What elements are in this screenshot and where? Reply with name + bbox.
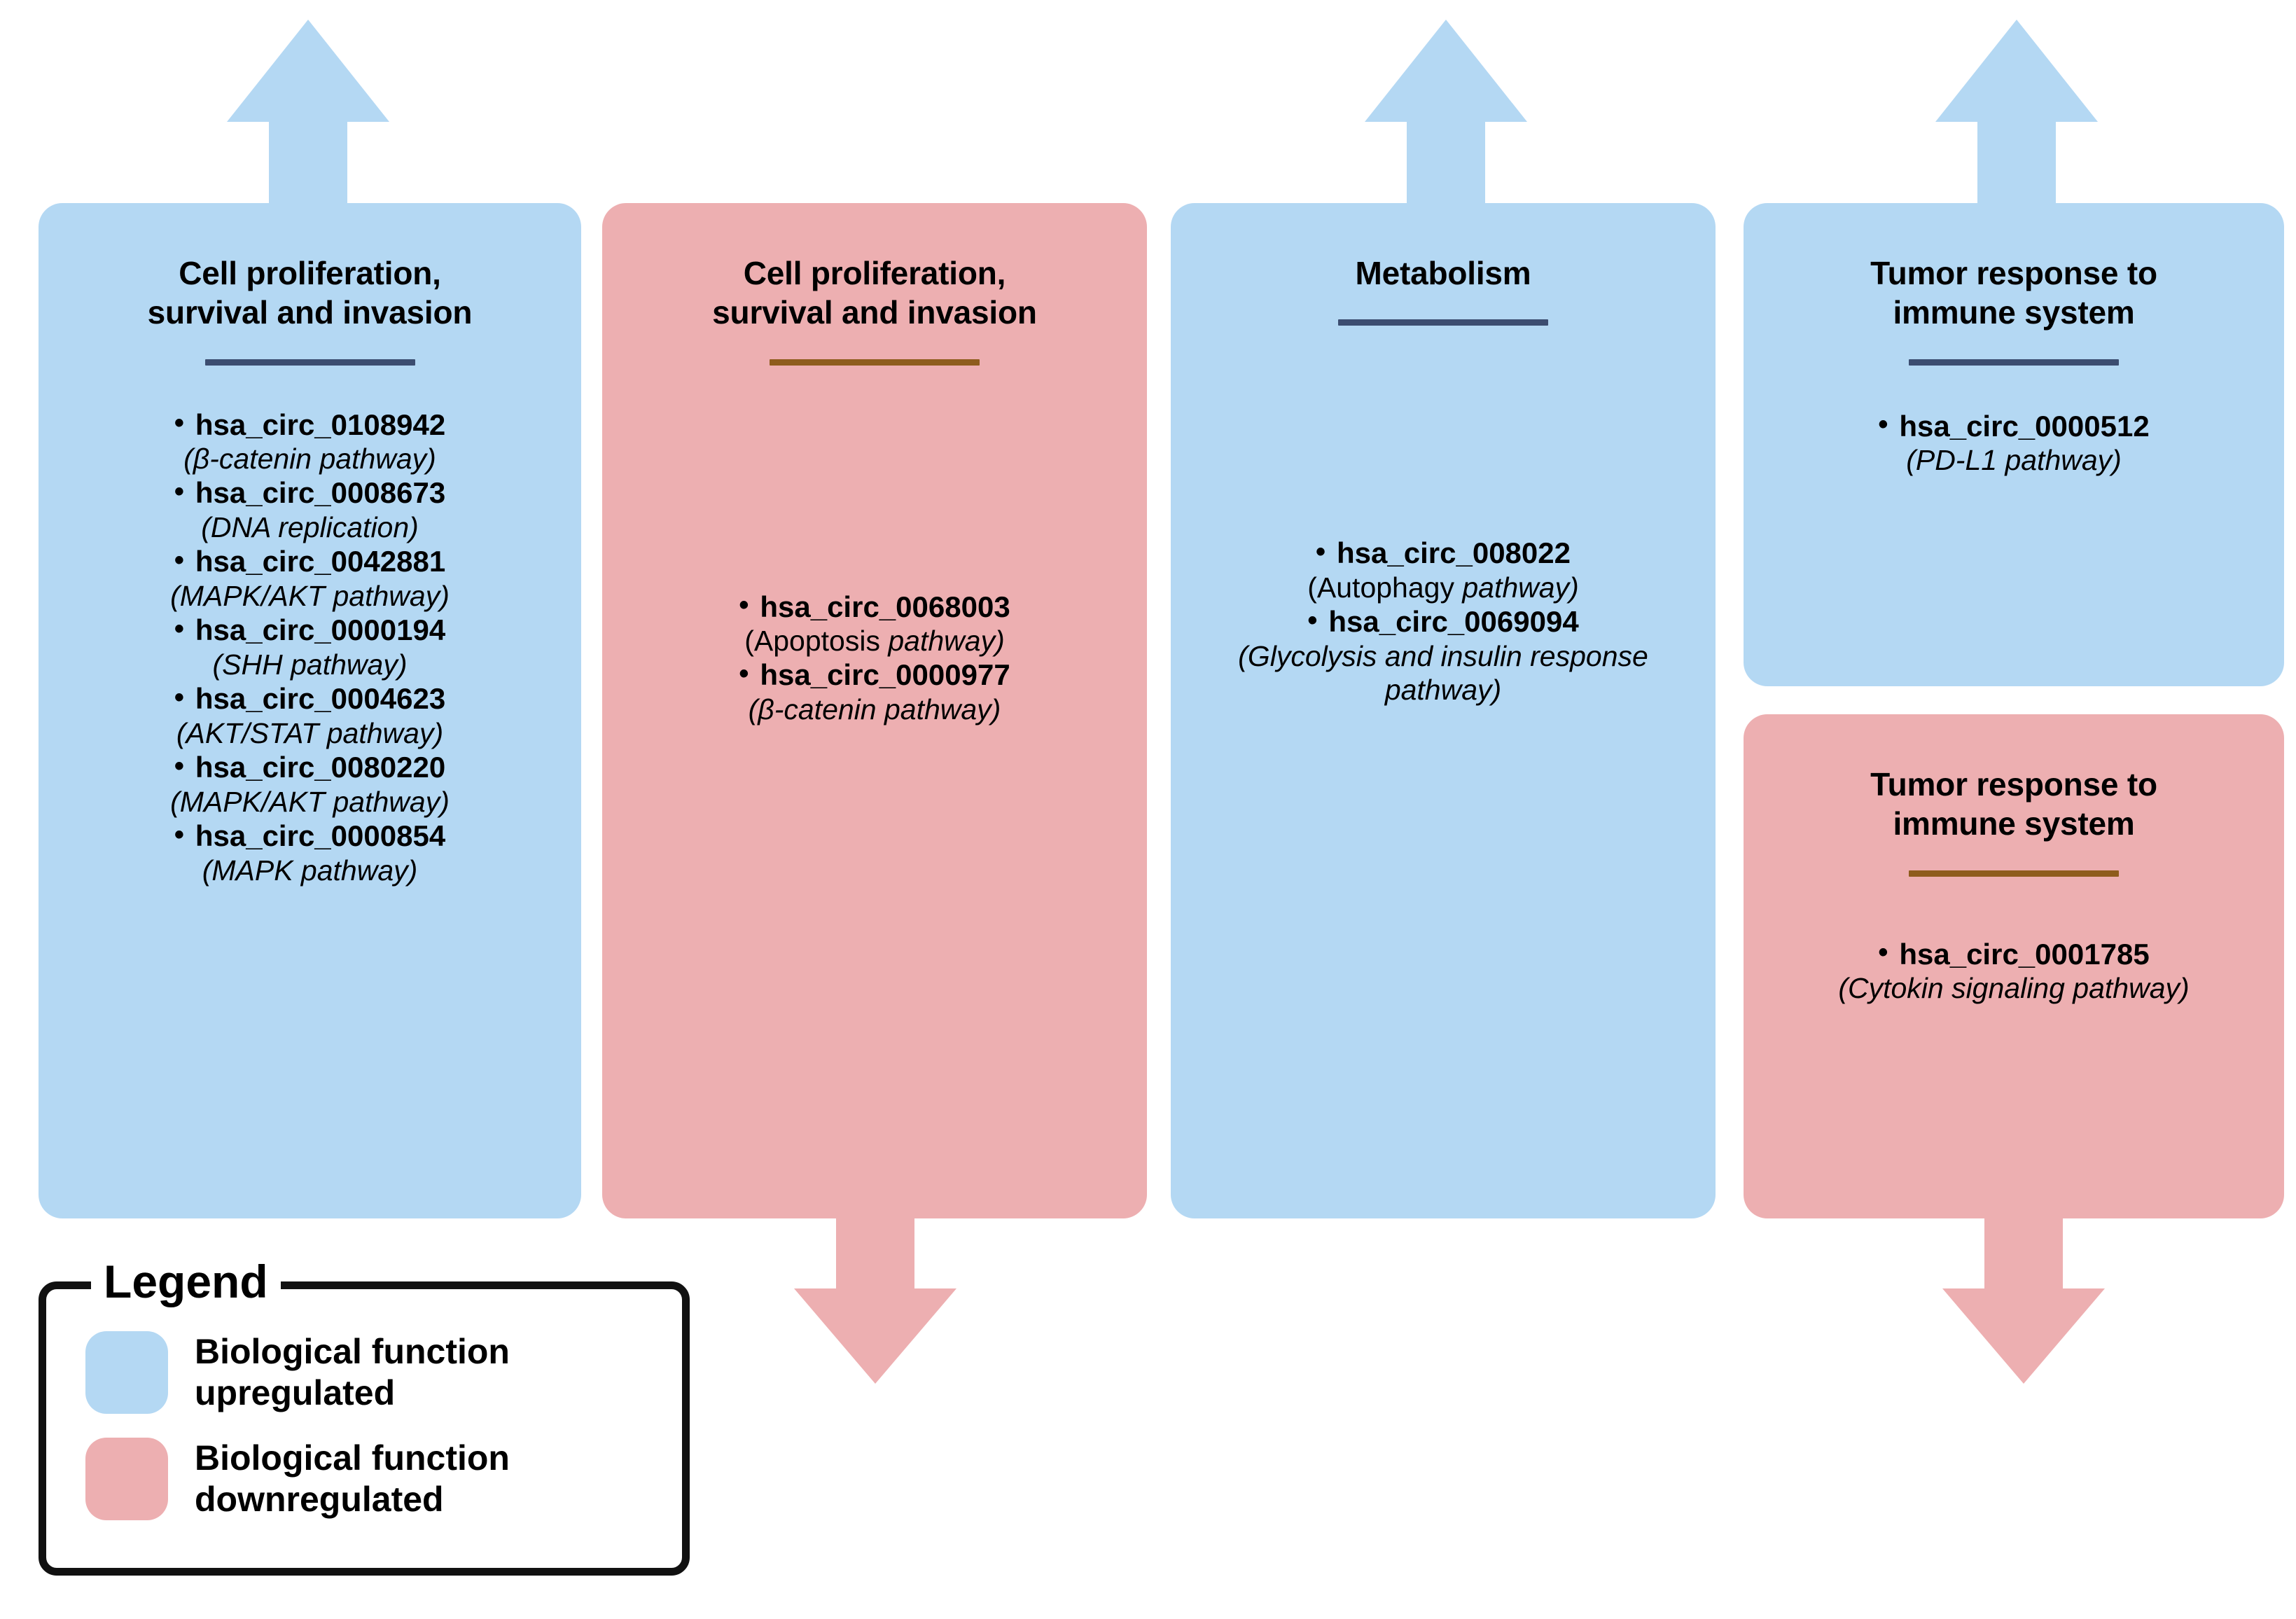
circrna-id: hsa_circ_0069094 — [1328, 605, 1579, 639]
panel-title: Metabolism — [1355, 255, 1531, 292]
bullet-icon: • — [174, 476, 184, 508]
list-item: • hsa_circ_0001785 (Cytokin signaling pat… — [1756, 937, 2271, 1006]
panel-tumor-response-up: Tumor response to immune system • hsa_cir… — [1744, 203, 2284, 686]
legend-title: Legend — [91, 1258, 281, 1305]
circrna-id: hsa_circ_0001785 — [1899, 937, 2150, 971]
bullet-icon: • — [174, 545, 184, 576]
circrna-id: hsa_circ_0000512 — [1899, 409, 2150, 443]
circrna-id: hsa_circ_0068003 — [760, 590, 1010, 623]
bullet-icon: • — [1878, 409, 1888, 440]
bullet-icon: • — [174, 819, 184, 850]
panel-metabolism-up: Metabolism • hsa_circ_008022 (Autophagy p… — [1171, 203, 1716, 1218]
circrna-list: • hsa_circ_0068003 (Apoptosis pathway) • h… — [615, 590, 1134, 727]
bullet-icon: • — [1878, 937, 1888, 968]
circrna-id: hsa_circ_0008673 — [195, 476, 446, 510]
circrna-id: hsa_circ_0000854 — [195, 819, 446, 853]
list-item: • hsa_circ_0000977 (β-catenin pathway) — [615, 658, 1134, 726]
circrna-pathway: (Autophagy pathway) — [1183, 571, 1703, 604]
panel-divider — [770, 359, 980, 366]
legend-swatch-downregulated — [85, 1438, 168, 1520]
bullet-icon: • — [739, 590, 749, 621]
circrna-id: hsa_circ_0004623 — [195, 682, 446, 716]
list-item: • hsa_circ_0080220 (MAPK/AKT pathway) — [51, 750, 569, 819]
arrow-up-col1 — [224, 17, 392, 220]
list-item: • hsa_circ_008022 (Autophagy pathway) — [1183, 536, 1703, 604]
circrna-pathway: (Cytokin signaling pathway) — [1838, 972, 2190, 1005]
pathway-italic: pathway) — [888, 625, 1005, 658]
circrna-id: hsa_circ_0042881 — [195, 545, 446, 578]
circrna-pathway: (SHH pathway) — [212, 648, 408, 681]
panel-divider — [204, 359, 415, 366]
list-item: • hsa_circ_0042881 (MAPK/AKT pathway) — [51, 544, 569, 613]
panel-title: Tumor response to immune system — [1870, 766, 2157, 842]
arrow-up-col4 — [1933, 17, 2101, 220]
panel-title: Tumor response to immune system — [1870, 255, 2157, 331]
circrna-id: hsa_circ_008022 — [1337, 536, 1571, 570]
legend-swatch-upregulated — [85, 1331, 168, 1414]
list-item: • hsa_circ_0000854 (MAPK pathway) — [51, 819, 569, 887]
circrna-pathway: (β-catenin pathway) — [183, 443, 436, 475]
bullet-icon: • — [1316, 536, 1326, 568]
list-item: • hsa_circ_0008673 (DNA replication) — [51, 475, 569, 544]
circrna-pathway: (MAPK pathway) — [202, 854, 418, 887]
circrna-list: • hsa_circ_0108942 (β-catenin pathway) • h… — [51, 408, 569, 887]
arrow-up-col3 — [1362, 17, 1530, 220]
circrna-pathway: (MAPK/AKT pathway) — [170, 579, 450, 612]
bullet-icon: • — [739, 658, 749, 690]
bullet-icon: • — [174, 613, 184, 645]
circrna-pathway: (Glycolysis and insulin response pathway… — [1238, 639, 1648, 707]
list-item: • hsa_circ_0000194 (SHH pathway) — [51, 613, 569, 681]
arrow-down-col4 — [1940, 1190, 2108, 1387]
list-item: • hsa_circ_0000512 (PD-L1 pathway) — [1756, 409, 2271, 478]
legend-entry-upregulated: Biological function upregulated — [85, 1331, 682, 1414]
circrna-pathway: (AKT/STAT pathway) — [176, 716, 444, 749]
panel-divider — [1338, 319, 1548, 326]
list-item: • hsa_circ_0108942 (β-catenin pathway) — [51, 408, 569, 476]
panel-divider — [1909, 870, 2119, 877]
panel-cell-proliferation-up: Cell proliferation, survival and invasio… — [39, 203, 581, 1218]
panel-title: Cell proliferation, survival and invasio… — [712, 255, 1037, 331]
circrna-list: • hsa_circ_008022 (Autophagy pathway) • hs… — [1183, 536, 1703, 707]
circrna-id: hsa_circ_0000194 — [195, 613, 446, 647]
circrna-list: • hsa_circ_0001785 (Cytokin signaling pat… — [1756, 937, 2271, 1006]
circrna-pathway: (DNA replication) — [201, 511, 419, 544]
legend-label: Biological function upregulated — [195, 1332, 510, 1412]
list-item: • hsa_circ_0069094 (Glycolysis and insuli… — [1183, 604, 1703, 707]
circrna-id: hsa_circ_0080220 — [195, 751, 446, 784]
circrna-id: hsa_circ_0108942 — [195, 408, 446, 441]
circrna-pathway: (Apoptosis pathway) — [615, 624, 1134, 658]
circrna-id: hsa_circ_0000977 — [760, 658, 1010, 692]
legend-entry-downregulated: Biological function downregulated — [85, 1438, 682, 1520]
legend-label: Biological function downregulated — [195, 1438, 510, 1519]
bullet-icon: • — [174, 750, 184, 781]
pathway-roman: (Apoptosis — [744, 625, 889, 658]
arrow-down-col2 — [791, 1190, 959, 1387]
panel-tumor-response-down: Tumor response to immune system • hsa_cir… — [1744, 714, 2284, 1218]
panel-divider — [1909, 359, 2119, 366]
list-item: • hsa_circ_0068003 (Apoptosis pathway) — [615, 590, 1134, 658]
list-item: • hsa_circ_0004623 (AKT/STAT pathway) — [51, 681, 569, 750]
bullet-icon: • — [174, 408, 184, 439]
bullet-icon: • — [1307, 605, 1318, 637]
panel-title: Cell proliferation, survival and invasio… — [147, 255, 473, 331]
legend: Legend Biological function upregulated B… — [39, 1258, 690, 1576]
pathway-roman: (Autophagy — [1307, 571, 1463, 604]
pathway-italic: pathway) — [1462, 571, 1579, 604]
circrna-pathway: (PD-L1 pathway) — [1906, 444, 2122, 477]
circrna-list: • hsa_circ_0000512 (PD-L1 pathway) — [1756, 409, 2271, 478]
bullet-icon: • — [174, 682, 184, 714]
panel-cell-proliferation-down: Cell proliferation, survival and invasio… — [602, 203, 1147, 1218]
circrna-pathway: (MAPK/AKT pathway) — [170, 785, 450, 818]
circrna-pathway: (β-catenin pathway) — [748, 693, 1001, 726]
